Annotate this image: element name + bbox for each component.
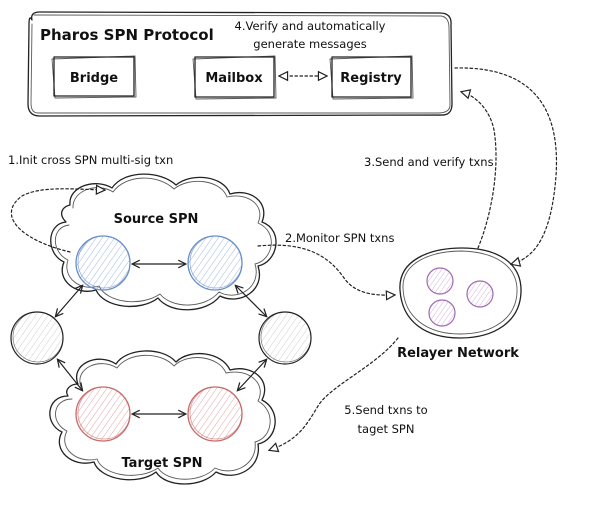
link-middle-right-target-right [238,360,266,390]
source-spn-cloud [50,173,277,311]
registry-module [329,55,414,100]
target-node-left [75,386,131,442]
step3-arrow [462,92,497,249]
step1-label: 1.Init cross SPN multi-sig txn [8,153,173,167]
source-node-right [187,235,243,291]
relayer-network-label: Relayer Network [397,346,519,361]
relayer-node-1 [426,267,454,295]
step4-label-line2: generate messages [253,37,366,51]
target-spn-cloud [49,350,276,485]
source-node-left [75,235,131,291]
step4-arrow [454,67,558,264]
mailbox-label: Mailbox [205,71,263,86]
relayer-network-ellipse [399,247,522,339]
relayer-node-3 [428,299,456,327]
source-spn-label: Source SPN [114,212,199,227]
step2-label: 2.Monitor SPN txns [285,231,394,245]
mailbox-module [192,55,277,100]
step5-label-line1: 5.Send txns to [344,403,427,417]
link-middle-left-target-left [58,360,82,390]
middle-node-left [10,311,64,365]
middle-node-right [258,311,312,365]
protocol-title: Pharos SPN Protocol [40,26,214,44]
registry-label: Registry [340,71,402,86]
bridge-module [51,55,137,99]
link-source-left-middle-left [56,286,82,316]
step4-label-line1: 4.Verify and automatically [235,19,386,33]
step3-label: 3.Send and verify txns [364,155,494,169]
target-node-right [187,386,243,442]
link-source-right-middle-right [236,286,266,316]
step2-arrow [257,244,394,295]
step5-arrow [270,337,399,450]
step5-label-line2: taget SPN [358,422,415,436]
bridge-label: Bridge [70,71,118,86]
relayer-node-2 [466,280,494,308]
protocol-box [27,11,453,117]
step1-arrow [10,189,104,253]
target-spn-label: Target SPN [121,456,202,471]
